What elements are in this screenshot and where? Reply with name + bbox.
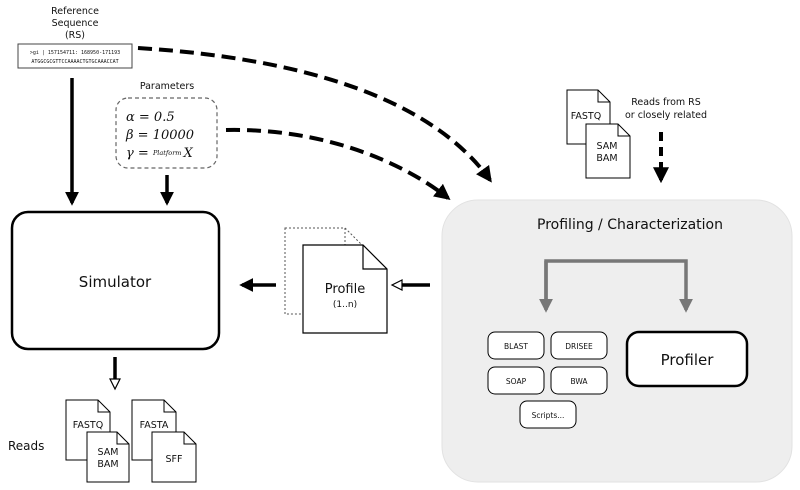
profiler-label: Profiler (661, 351, 715, 369)
reads-input-label-1: Reads from RS (631, 97, 701, 108)
arrow-reference-to-profiling (137, 46, 492, 183)
tool-drisee-label: DRISEE (565, 342, 593, 351)
tool-bwa: BWA (550, 366, 608, 395)
reference-sequence-box (17, 43, 133, 69)
param-gamma-symbol: γ = (126, 146, 153, 161)
param-alpha: α = 0.5 (126, 110, 175, 125)
reads-input-bam-label: BAM (596, 153, 617, 164)
tool-blast-label: BLAST (504, 342, 528, 351)
parameters-title: Parameters (140, 81, 194, 92)
profile-sub: (1..n) (333, 300, 357, 310)
simulator-label: Simulator (79, 273, 152, 291)
tool-soap-label: SOAP (506, 377, 527, 386)
reference-seq-bases: ATGGCGCGTTCCAAAACTGTGCAAACCAT (31, 59, 118, 65)
parameters-box (115, 97, 218, 169)
tool-scripts: Scripts... (519, 400, 577, 429)
profiling-title: Profiling / Characterization (537, 217, 723, 233)
param-gamma-platform: Platform (152, 149, 182, 157)
reads-output-label: Reads (8, 439, 44, 453)
param-gamma-x: X (182, 146, 193, 161)
arrow-simulator-to-reads-head (109, 378, 121, 391)
reads-input-sam-doc: SAM BAM (585, 123, 631, 179)
reads-output-sff-doc: SFF (151, 431, 197, 483)
reads-output-bam-label: BAM (97, 459, 118, 470)
reads-output-sff-label: SFF (166, 454, 183, 465)
reads-input-fastq-label: FASTQ (571, 111, 601, 122)
profiling-branch-arrows (539, 259, 693, 313)
simulator-box (10, 210, 221, 351)
profile-doc: Profile (1..n) (302, 244, 388, 334)
profiler-box (625, 330, 749, 388)
tool-scripts-label: Scripts... (532, 411, 565, 420)
reference-title-1: Reference (51, 6, 99, 17)
tool-drisee: DRISEE (550, 331, 608, 360)
reads-input-label-2: or closely related (625, 110, 707, 121)
reference-seq-header: >gi | 157154711: 168950-171193 (30, 50, 120, 56)
reference-title-3: (RS) (65, 30, 85, 41)
reads-output-fastq-label: FASTQ (73, 420, 103, 431)
reads-output-sam-doc: SAM BAM (86, 431, 130, 483)
reference-title-2: Sequence (52, 18, 99, 29)
tool-soap: SOAP (487, 366, 545, 395)
reads-input-sam-label: SAM (597, 141, 618, 152)
reads-output-fasta-label: FASTA (140, 420, 169, 431)
param-beta: β = 10000 (125, 128, 194, 143)
profile-label: Profile (325, 282, 365, 297)
arrow-profiling-to-profile-head (390, 279, 403, 291)
reads-output-sam-label: SAM (98, 447, 119, 458)
arrow-parameters-to-profiling (225, 127, 451, 200)
tool-bwa-label: BWA (570, 377, 588, 386)
tool-blast: BLAST (487, 331, 545, 360)
